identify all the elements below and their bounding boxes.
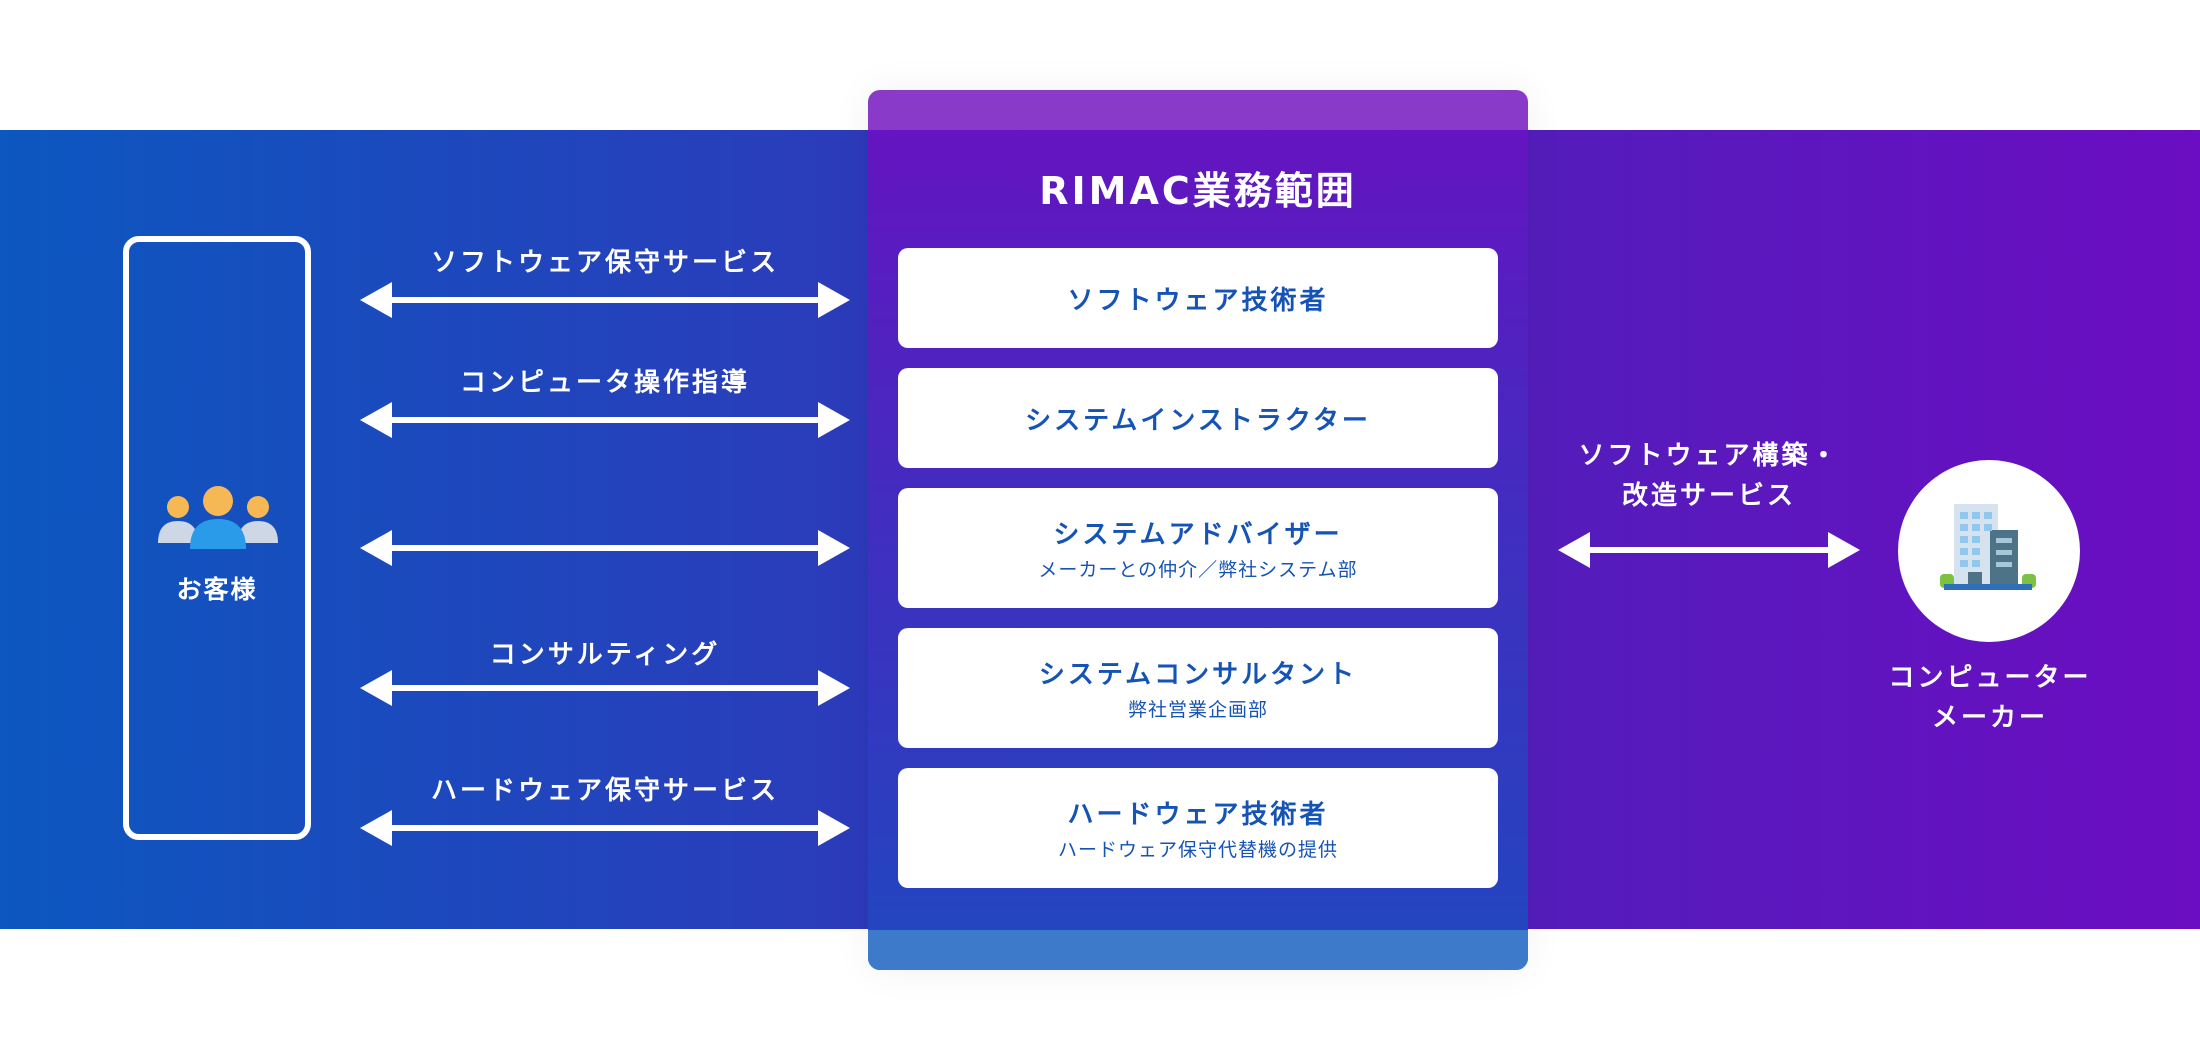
card-subtitle: メーカーとの仲介／弊社システム部	[1038, 559, 1358, 581]
double-arrow-2	[360, 402, 850, 438]
card-title: ソフトウェア技術者	[1067, 285, 1329, 316]
card-subtitle: ハードウェア保守代替機の提供	[1057, 839, 1338, 861]
card-hardware-engineer: ハードウェア技術者 ハードウェア保守代替機の提供	[898, 768, 1498, 888]
double-arrow-5	[360, 810, 850, 846]
maker-label-line2: メーカー	[1931, 703, 2048, 733]
service-label-operation-guidance: コンピュータ操作指導	[459, 368, 750, 398]
card-title: システムアドバイザー	[1053, 520, 1343, 550]
maker-label: コンピューター メーカー	[1870, 658, 2110, 738]
double-arrow-right	[1558, 532, 1860, 568]
right-service-label: ソフトウェア構築・ 改造サービス	[1550, 436, 1868, 516]
right-service-line2: 改造サービス	[1621, 481, 1796, 511]
card-software-engineer: ソフトウェア技術者	[898, 248, 1498, 348]
service-label-consulting: コンサルティング	[489, 640, 721, 670]
maker-circle	[1898, 460, 2080, 642]
rimac-scope-panel: RIMAC業務範囲 ソフトウェア技術者 システムインストラクター システムアドバ…	[868, 90, 1528, 970]
double-arrow-3	[360, 530, 850, 566]
service-label-hardware-maintenance: ハードウェア保守サービス	[430, 776, 779, 806]
building-icon	[1940, 504, 2036, 590]
customer-box	[123, 236, 311, 840]
card-system-instructor: システムインストラクター	[898, 368, 1498, 468]
double-arrow-1	[360, 282, 850, 318]
card-system-advisor: システムアドバイザー メーカーとの仲介／弊社システム部	[898, 488, 1498, 608]
right-service-line1: ソフトウェア構築・	[1578, 441, 1840, 471]
customer-label: お客様	[176, 575, 258, 604]
double-arrow-4	[360, 670, 850, 706]
card-system-consultant: システムコンサルタント 弊社営業企画部	[898, 628, 1498, 748]
card-title: ハードウェア技術者	[1067, 800, 1329, 830]
card-subtitle: 弊社営業企画部	[1127, 699, 1268, 721]
maker-label-line1: コンピューター	[1888, 663, 2092, 693]
panel-bottom-strip	[868, 930, 1528, 970]
card-title: システムコンサルタント	[1038, 660, 1358, 690]
service-label-software-maintenance: ソフトウェア保守サービス	[430, 248, 779, 278]
card-title: システムインストラクター	[1025, 405, 1371, 436]
people-icon	[158, 486, 278, 549]
panel-title: RIMAC業務範囲	[1039, 169, 1357, 213]
